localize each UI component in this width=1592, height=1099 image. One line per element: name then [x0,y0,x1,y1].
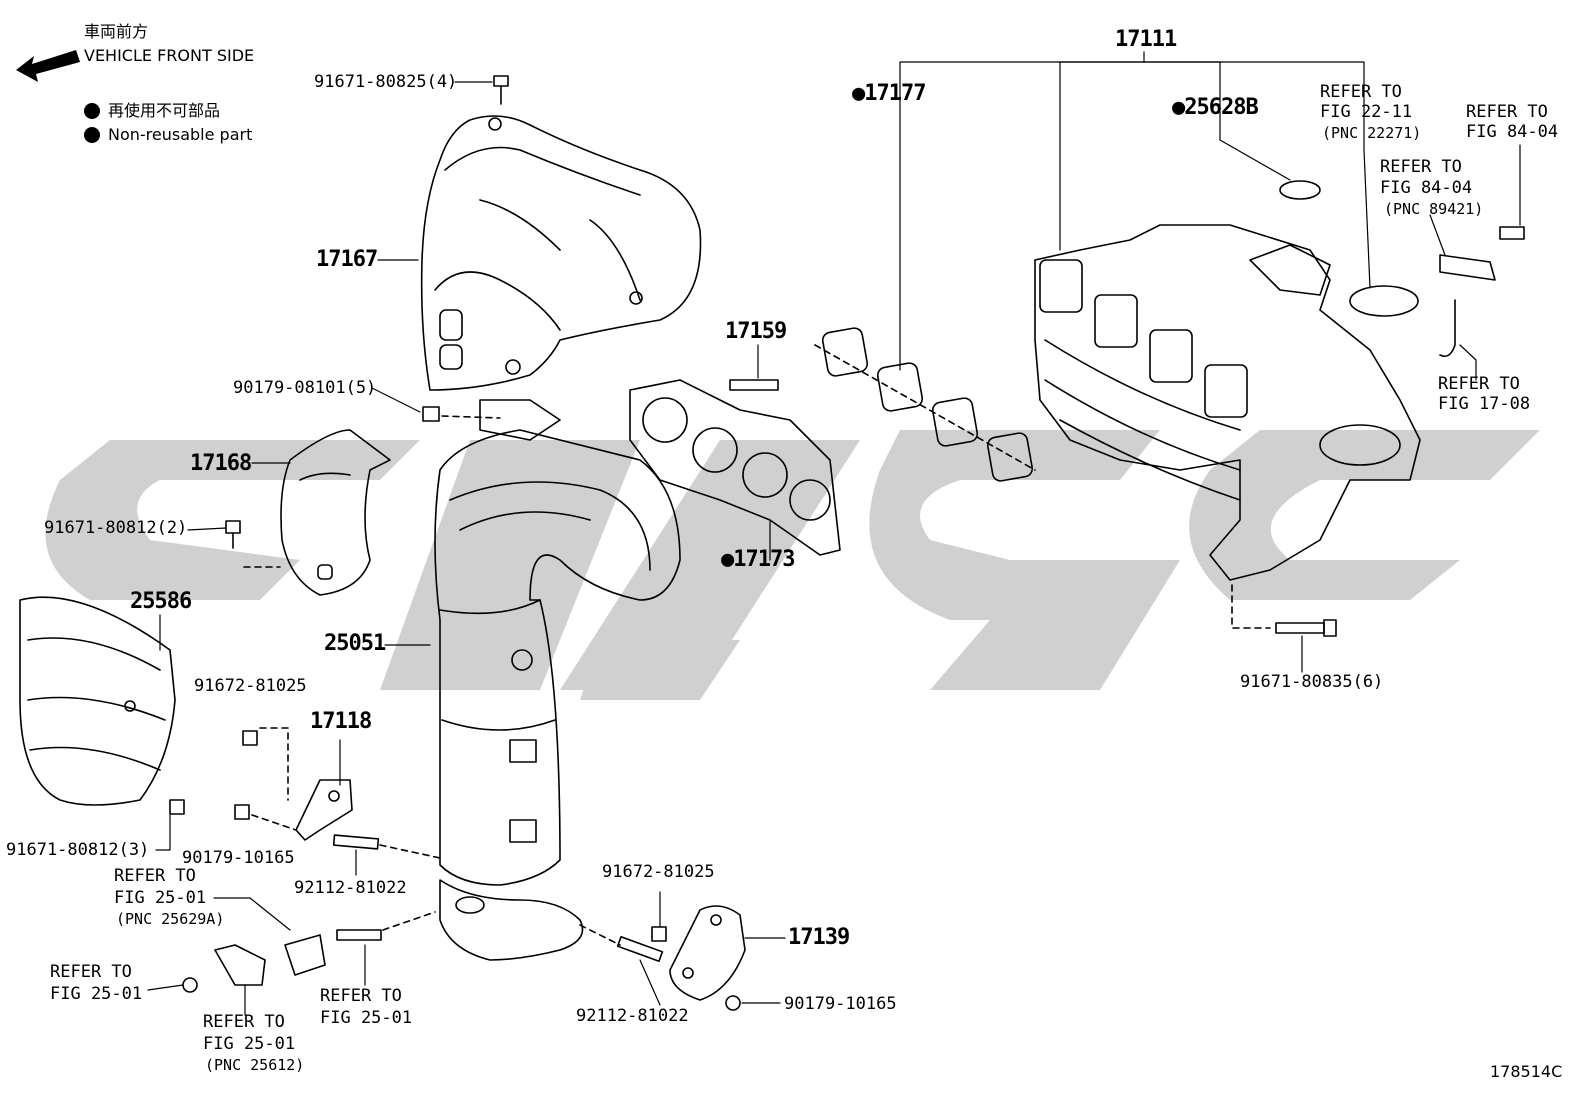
part-17118-stay [295,779,353,841]
part-label: 91671-80812(3) [6,840,150,860]
sensor-assembly [1439,226,1525,358]
part-90179-10165-nut [234,804,250,820]
part-91672-81025-bolt-b [651,926,667,942]
part-label: 91672-81025 [602,862,715,882]
part-label: 17159 [725,319,787,344]
part-label: 17167 [316,247,378,272]
part-label: 90179-10165 [182,848,295,868]
part-91672-81025-bolt [242,730,258,746]
part-label: ●17177 [852,81,926,106]
refer-to-note: FIG 25-01 [50,984,143,1004]
part-91671-80812-bolt-3 [169,799,185,815]
refer-to-note: REFER TO [50,962,132,982]
legend-bullet-icon [84,127,100,143]
watermark-logo [45,430,1540,700]
leader-lines [147,51,1521,1016]
part-91671-80835-bolt [1231,584,1337,637]
part-90179-10165-nut-b [725,995,741,1011]
part-label: ●25628B [1172,95,1259,120]
part-25612-gasket [214,944,266,986]
part-25629A-gasket [284,934,326,976]
refer-to-note: FIG 25-01 [114,888,207,908]
part-label: 17118 [310,709,372,734]
refer-to-note: REFER TO [1438,374,1520,394]
part-label: 91672-81025 [194,676,307,696]
part-label: 90179-10165 [784,994,897,1014]
part-90179-08101-nut [422,406,501,422]
part-25586-insulator [19,596,176,806]
refer-to-note: FIG 84-04 [1380,178,1473,198]
part-label: 91671-80835(6) [1240,672,1384,692]
legend-bullet-icon [84,103,100,119]
legend-label-en: Non-reusable part [108,125,253,144]
part-22271-oring [1349,285,1419,317]
refer-to-note: REFER TO [1320,82,1402,102]
refer-to-note: REFER TO [320,986,402,1006]
refer-to-note: (PNC 25612) [205,1056,305,1074]
part-17173-gasket [629,379,841,556]
part-25051-exhaust-manifold [434,399,681,961]
part-25628B-oring [1279,180,1321,200]
part-17139-stay [669,905,746,1001]
part-label: 17168 [190,451,252,476]
part-label: 17139 [788,925,850,950]
refer-to-note: FIG 22-11 [1320,102,1413,122]
part-92112-81022-stud-b [616,935,664,963]
part-label: 92112-81022 [576,1006,689,1026]
figure-id: 178514C [1490,1062,1563,1081]
part-17159-stud [729,379,779,391]
part-label: 90179-08101(5) [233,378,377,398]
part-92112-81022-stud [332,834,380,850]
part-stud-25-01 [336,929,382,941]
refer-to-note: FIG 25-01 [320,1008,413,1028]
part-label: 17111 [1115,27,1177,52]
refer-to-note: (PNC 25629A) [116,910,225,928]
refer-to-note: FIG 25-01 [203,1034,296,1054]
part-label: ●17173 [721,547,795,572]
refer-to-note: REFER TO [1380,157,1462,177]
part-17111-intake-manifold [1034,224,1421,581]
front-label-jp: 車両前方 [84,22,149,41]
bolt-25-01 [182,977,198,993]
part-17167-heat-insulator [420,115,702,391]
part-label: 25051 [324,631,386,656]
front-label-en: VEHICLE FRONT SIDE [84,46,255,65]
part-17168-insulator [280,429,391,596]
refer-to-note: REFER TO [203,1012,285,1032]
part-label: 91671-80812(2) [44,518,188,538]
part-91671-80825-bolt [493,75,509,105]
part-label: 25586 [130,589,192,614]
refer-to-note: FIG 84-04 [1466,122,1559,142]
refer-to-note: (PNC 22271) [1322,124,1422,142]
refer-to-note: REFER TO [114,866,196,886]
refer-to-note: REFER TO [1466,102,1548,122]
part-label: 92112-81022 [294,878,407,898]
refer-to-note: (PNC 89421) [1384,200,1484,218]
part-91671-80812-bolt [225,520,281,568]
part-17177-gaskets [814,327,1036,482]
refer-to-note: FIG 17-08 [1438,394,1531,414]
vehicle-front-arrow-icon [16,50,80,82]
part-label: 91671-80825(4) [314,72,458,92]
legend-label-jp: 再使用不可部品 [108,101,221,120]
